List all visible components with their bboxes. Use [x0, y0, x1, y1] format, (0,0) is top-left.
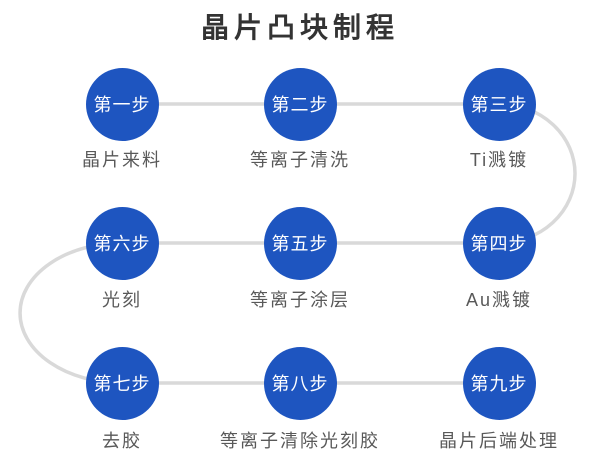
step-8-caption: 等离子清除光刻胶 [220, 431, 380, 451]
step-5-number: 第五步 [271, 234, 329, 254]
step-2-circle: 第二步 [263, 67, 337, 141]
step-9-circle: 第九步 [462, 346, 536, 420]
step-2-number: 第二步 [271, 95, 329, 115]
step-3-caption: Ti溅镀 [469, 150, 529, 170]
step-7-number: 第七步 [93, 374, 151, 394]
step-4-caption: Au溅镀 [465, 290, 533, 310]
step-1-number: 第一步 [93, 95, 151, 115]
step-7-circle: 第七步 [85, 346, 159, 420]
step-4-number: 第四步 [470, 234, 528, 254]
step-5-caption: 等离子涂层 [250, 290, 350, 310]
step-2-caption: 等离子清洗 [250, 150, 350, 170]
step-8-number: 第八步 [271, 374, 329, 394]
step-6-circle: 第六步 [85, 206, 159, 280]
step-1-caption: 晶片来料 [82, 150, 162, 170]
step-3-circle: 第三步 [462, 67, 536, 141]
step-4-circle: 第四步 [462, 206, 536, 280]
step-6-number: 第六步 [93, 234, 151, 254]
step-6-caption: 光刻 [102, 290, 142, 310]
step-1-circle: 第一步 [85, 67, 159, 141]
page-title: 晶片凸块制程 [200, 12, 399, 43]
step-8-circle: 第八步 [263, 346, 337, 420]
step-9-caption: 晶片后端处理 [439, 431, 559, 451]
step-9-number: 第九步 [470, 374, 528, 394]
step-5-circle: 第五步 [263, 206, 337, 280]
step-3-number: 第三步 [470, 95, 528, 115]
step-7-caption: 去胶 [102, 431, 142, 451]
